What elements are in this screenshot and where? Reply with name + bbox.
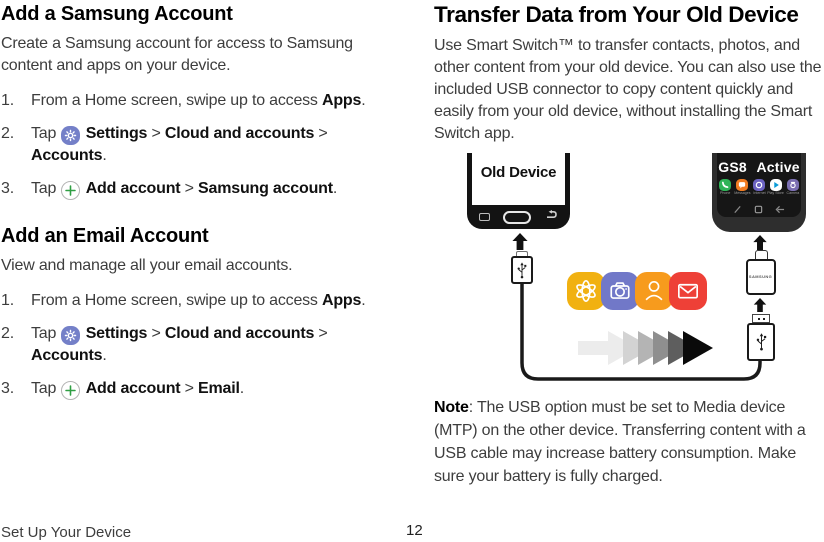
phone-icon xyxy=(719,179,731,191)
footer-section-title: Set Up Your Device xyxy=(1,524,132,541)
app-label: Play Store xyxy=(767,191,785,196)
step-number: 1. xyxy=(1,292,14,309)
micro-usb-connector xyxy=(511,251,533,284)
app-messages: Messages xyxy=(733,179,751,197)
page-number: 12 xyxy=(406,522,423,539)
section-add-email-account: Add an Email Account View and manage all… xyxy=(1,224,389,400)
home-icon xyxy=(754,201,763,217)
samsung-label: SAMSUNG xyxy=(749,274,773,280)
app-label: Messages xyxy=(733,191,751,196)
app-label: Phone xyxy=(719,191,731,196)
usb-a-plug xyxy=(752,314,770,323)
recents-icon xyxy=(479,213,490,221)
step-text: Tap Settings > Cloud and accounts > Acco… xyxy=(31,325,328,364)
section-title: Add a Samsung Account xyxy=(1,3,233,25)
note-text: : The USB option must be set to Media de… xyxy=(434,399,806,485)
old-device-screen: Old Device xyxy=(472,153,565,205)
note-paragraph: Note: The USB option must be set to Medi… xyxy=(434,396,824,488)
smart-switch-illustration: Old Device GS8 Active Phone M xyxy=(434,151,824,387)
transfer-content-icons xyxy=(567,272,711,312)
step-item: 3. Tap Add account > Samsung account. xyxy=(1,178,389,200)
app-label: Camera xyxy=(786,191,800,196)
email-icon xyxy=(669,272,707,310)
settings-icon xyxy=(61,326,81,345)
recents-icon xyxy=(733,201,742,217)
old-device-bezel xyxy=(467,205,570,229)
contacts-icon xyxy=(635,272,673,310)
add-account-icon xyxy=(61,381,81,400)
settings-icon xyxy=(61,126,81,145)
usb-c-plug xyxy=(754,250,768,259)
left-column: Add a Samsung Account Create a Samsung a… xyxy=(1,0,389,411)
back-icon xyxy=(775,201,785,217)
step-number: 1. xyxy=(1,92,14,109)
play-store-icon xyxy=(770,179,782,191)
add-account-icon xyxy=(61,181,81,200)
step-text: From a Home screen, swipe up to access A… xyxy=(31,92,366,109)
usb-symbol xyxy=(747,323,775,361)
gs8-nav-bar xyxy=(721,205,797,215)
step-number: 2. xyxy=(1,125,14,142)
adapter-body: SAMSUNG xyxy=(746,259,776,295)
step-number: 2. xyxy=(1,325,14,342)
usb-symbol xyxy=(511,256,533,284)
app-internet: Internet xyxy=(753,179,766,197)
section-intro: View and manage all your email accounts. xyxy=(1,257,293,274)
steps-list: 1. From a Home screen, swipe up to access… xyxy=(1,290,389,400)
page-title: Transfer Data from Your Old Device xyxy=(434,2,799,27)
right-column: Transfer Data from Your Old Device Use S… xyxy=(434,0,824,488)
step-item: 2. Tap Settings > Cloud and accounts > Ac… xyxy=(1,323,389,367)
camera-icon xyxy=(601,272,639,310)
gallery-flower-icon xyxy=(567,272,605,310)
step-item: 3. Tap Add account > Email. xyxy=(1,378,389,400)
step-item: 1. From a Home screen, swipe up to access… xyxy=(1,90,389,112)
section-add-samsung-account: Add a Samsung Account Create a Samsung a… xyxy=(1,2,389,200)
note-label: Note xyxy=(434,399,469,416)
step-number: 3. xyxy=(1,380,14,397)
section-title: Add an Email Account xyxy=(1,225,209,247)
gs8-app-row: Phone Messages Internet Play Store xyxy=(717,179,801,197)
step-text: Tap Add account > Samsung account. xyxy=(31,178,337,200)
steps-list: 1. From a Home screen, swipe up to access… xyxy=(1,90,389,200)
step-text: Tap Settings > Cloud and accounts > Acco… xyxy=(31,125,328,164)
transfer-intro: Use Smart Switch™ to transfer contacts, … xyxy=(434,37,822,142)
app-camera: Camera xyxy=(787,179,800,197)
usb-c-adapter: SAMSUNG xyxy=(746,250,776,295)
data-transfer-arrows xyxy=(578,331,713,365)
app-play-store: Play Store xyxy=(767,179,785,197)
camera-icon xyxy=(787,179,799,191)
gs8-active-phone: GS8 Active Phone Messages Internet xyxy=(712,153,806,232)
step-text: Tap Add account > Email. xyxy=(31,378,244,400)
back-icon xyxy=(544,208,558,226)
home-button xyxy=(503,210,531,224)
old-device-label: Old Device xyxy=(480,164,557,181)
gs8-label: GS8 Active xyxy=(718,159,800,175)
micro-usb-plug xyxy=(516,251,528,256)
step-item: 1. From a Home screen, swipe up to access… xyxy=(1,290,389,312)
step-item: 2. Tap Settings > Cloud and accounts > Ac… xyxy=(1,123,389,167)
usb-cable xyxy=(520,282,762,381)
internet-icon xyxy=(753,179,765,191)
step-number: 3. xyxy=(1,180,14,197)
app-phone: Phone xyxy=(719,179,732,197)
app-label: Internet xyxy=(752,191,766,196)
step-text: From a Home screen, swipe up to access A… xyxy=(31,292,366,309)
section-intro: Create a Samsung account for access to S… xyxy=(1,35,353,74)
messages-icon xyxy=(736,179,748,191)
usb-a-connector xyxy=(746,314,776,361)
up-arrow xyxy=(752,235,768,252)
gs8-screen: GS8 Active Phone Messages Internet xyxy=(717,153,801,217)
up-arrow xyxy=(512,233,528,250)
old-device-phone: Old Device xyxy=(467,153,570,229)
up-arrow xyxy=(752,298,768,315)
